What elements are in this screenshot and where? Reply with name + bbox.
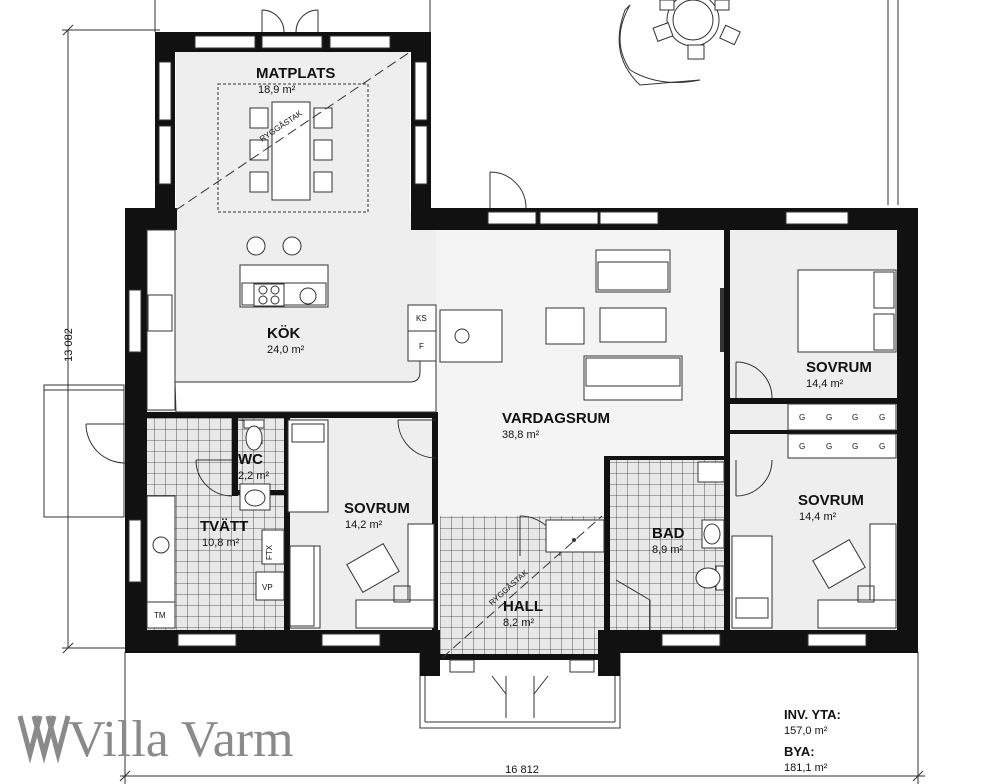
f-label: F xyxy=(419,342,424,351)
room-label-sovrum-middle: SOVRUM xyxy=(344,500,410,517)
logo-emblem-icon xyxy=(17,715,71,764)
room-label-tvatt: TVÄTT xyxy=(200,518,248,535)
room-label-bad: BAD xyxy=(652,525,685,542)
bya-label: BYA: xyxy=(784,744,815,759)
room-label-matplats: MATPLATS xyxy=(256,65,335,82)
kitchen-fixtures xyxy=(146,229,437,413)
room-label-kok: KÖK xyxy=(267,325,301,342)
room-area-sovrum-middle: 14,2 m² xyxy=(345,519,383,531)
hall-fixtures xyxy=(441,515,605,659)
bathroom-fixtures xyxy=(695,461,725,591)
tm-label: TM xyxy=(154,611,166,620)
svg-text:G: G xyxy=(879,413,885,422)
svg-text:G: G xyxy=(826,413,832,422)
svg-text:G: G xyxy=(799,442,805,451)
dining-table xyxy=(175,51,411,213)
bedroom-middle-furniture xyxy=(287,419,435,629)
room-area-bad: 8,9 m² xyxy=(652,544,684,556)
svg-text:G: G xyxy=(799,413,805,422)
bedroom-top-right-furniture xyxy=(787,269,897,459)
room-label-sovrum-right: SOVRUM xyxy=(798,492,864,509)
room-area-hall: 8,2 m² xyxy=(503,617,535,629)
room-area-sovrum-right: 14,4 m² xyxy=(799,511,837,523)
room-label-sovrum-top-right: SOVRUM xyxy=(806,359,872,376)
svg-text:G: G xyxy=(852,413,858,422)
vp-label: VP xyxy=(262,583,273,592)
room-area-wc: 2,2 m² xyxy=(238,470,270,482)
wc-fixtures xyxy=(239,419,271,511)
outdoor-dining-table xyxy=(618,0,741,86)
ftx-label: FTX xyxy=(265,544,274,560)
bya-value: 181,1 m² xyxy=(784,762,828,774)
windows xyxy=(128,35,867,673)
room-area-tvatt: 10,8 m² xyxy=(202,537,240,549)
villa-varm-logo: Villa Varm xyxy=(17,711,294,768)
dimension-lines xyxy=(62,24,925,784)
inv-yta-value: 157,0 m² xyxy=(784,725,828,737)
ks-label: KS xyxy=(416,314,427,323)
inv-yta-label: INV. YTA: xyxy=(784,707,841,722)
bedroom-right-furniture xyxy=(731,523,897,629)
room-area-sovrum-top-right: 14,4 m² xyxy=(806,378,844,390)
svg-text:G: G xyxy=(826,442,832,451)
doors xyxy=(85,9,773,718)
logo-text: Villa Varm xyxy=(68,711,294,768)
room-label-vardagsrum: VARDAGSRUM xyxy=(502,410,610,427)
room-area-vardagsrum: 38,8 m² xyxy=(502,429,540,441)
room-area-kok: 24,0 m² xyxy=(267,344,305,356)
living-room-furniture xyxy=(439,249,724,401)
laundry-fixtures xyxy=(146,495,315,629)
height-dimension-label: 13 082 xyxy=(63,328,75,362)
svg-text:G: G xyxy=(852,442,858,451)
room-label-wc: WC xyxy=(238,451,263,468)
room-label-hall: HALL xyxy=(503,598,543,615)
width-dimension-label: 16 812 xyxy=(505,764,539,776)
side-entrance-steps xyxy=(43,384,125,518)
room-area-matplats: 18,9 m² xyxy=(258,84,296,96)
svg-text:G: G xyxy=(879,442,885,451)
